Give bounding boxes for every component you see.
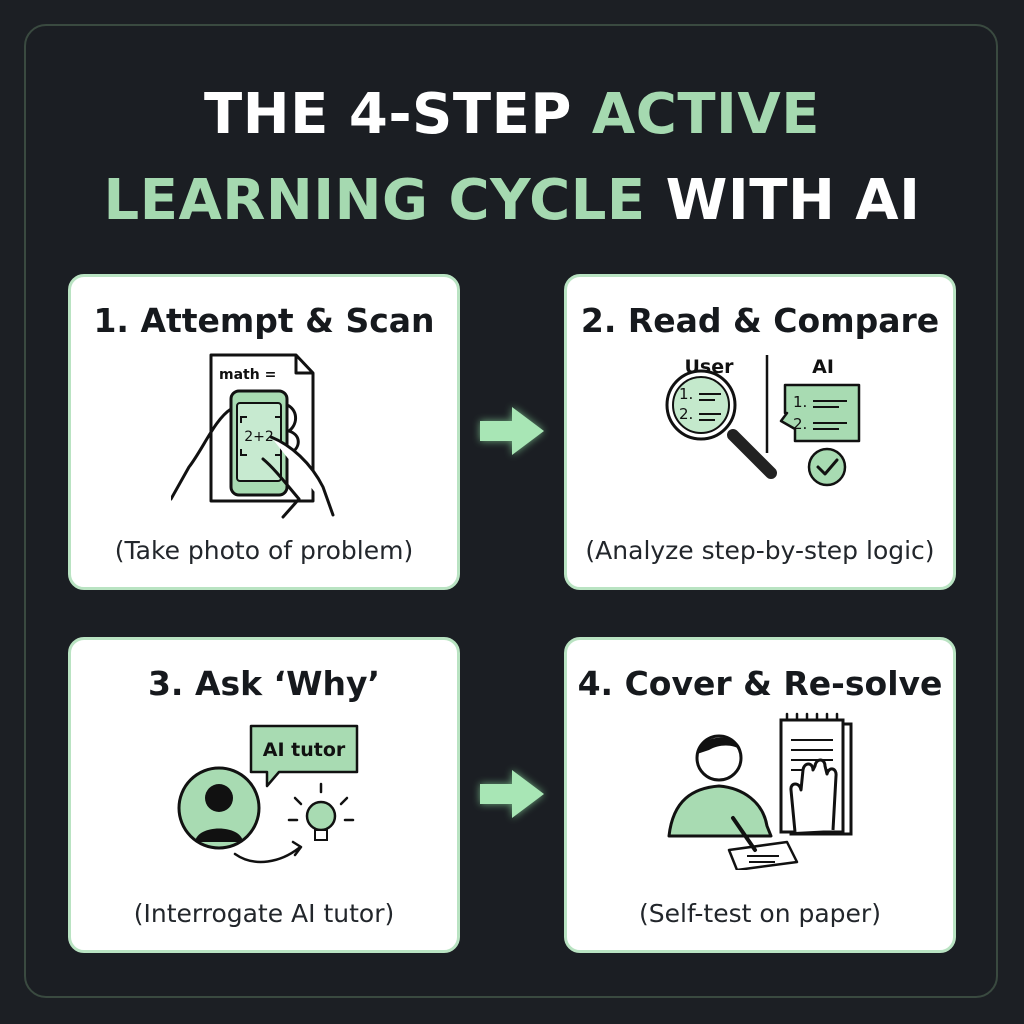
ai-list-2: 2. bbox=[793, 415, 807, 433]
step-3-heading: 3. Ask ‘Why’ bbox=[147, 664, 381, 703]
magnifier-icon: 1. 2. bbox=[665, 369, 777, 479]
paper-text: math = bbox=[219, 367, 276, 383]
title-part-3: LEARNING CYCLE bbox=[103, 168, 646, 233]
step-2-heading: 2. Read & Compare bbox=[580, 301, 940, 340]
step-2-caption: (Analyze step-by-step logic) bbox=[585, 536, 935, 565]
page-title: THE 4-STEP ACTIVE LEARNING CYCLE WITH AI bbox=[0, 72, 1024, 244]
read-compare-illustration: User AI 1. 2. 1. 2. bbox=[665, 355, 861, 487]
speech-bubble-icon: AI tutor bbox=[249, 724, 359, 788]
ai-list-1: 1. bbox=[793, 393, 807, 411]
right-arrow-icon bbox=[480, 407, 544, 455]
user-list-1: 1. bbox=[679, 385, 693, 403]
attempt-scan-illustration: math = 2+2 bbox=[171, 353, 335, 519]
chat-bubble-icon: 1. 2. bbox=[779, 383, 861, 443]
student-writing-icon bbox=[667, 734, 799, 870]
ai-label: AI bbox=[812, 356, 834, 378]
step-4-heading: 4. Cover & Re-solve bbox=[577, 664, 943, 703]
step-1-caption: (Take photo of problem) bbox=[114, 536, 414, 565]
lightbulb-icon bbox=[287, 782, 355, 841]
title-part-4: WITH AI bbox=[645, 168, 921, 233]
step-card-3: 3. Ask ‘Why’ AI tutor (Interrogate AI tu… bbox=[68, 637, 460, 953]
curved-arrow-icon bbox=[233, 840, 303, 864]
title-part-2: ACTIVE bbox=[591, 82, 820, 147]
step-1-heading: 1. Attempt & Scan bbox=[93, 301, 435, 340]
step-card-2: 2. Read & Compare User AI 1. 2. 1. 2. (A… bbox=[564, 274, 956, 590]
step-3-caption: (Interrogate AI tutor) bbox=[133, 899, 395, 928]
user-list-2: 2. bbox=[679, 405, 693, 423]
title-part-1: THE 4-STEP bbox=[204, 82, 592, 147]
cover-resolve-illustration bbox=[667, 712, 853, 870]
checkmark-icon bbox=[807, 447, 847, 487]
hand-icon bbox=[261, 435, 335, 519]
ask-why-illustration: AI tutor bbox=[177, 724, 359, 864]
person-avatar-icon bbox=[177, 766, 261, 850]
step-card-1: 1. Attempt & Scan math = 2+2 (Take photo… bbox=[68, 274, 460, 590]
bubble-text: AI tutor bbox=[263, 739, 346, 761]
step-4-caption: (Self-test on paper) bbox=[639, 899, 881, 928]
right-arrow-icon bbox=[480, 770, 544, 818]
step-card-4: 4. Cover & Re-solve (Self-test on paper) bbox=[564, 637, 956, 953]
hand-icon bbox=[789, 758, 838, 833]
left-hand-icon bbox=[171, 407, 233, 501]
screen-text: 2+2 bbox=[244, 429, 274, 445]
